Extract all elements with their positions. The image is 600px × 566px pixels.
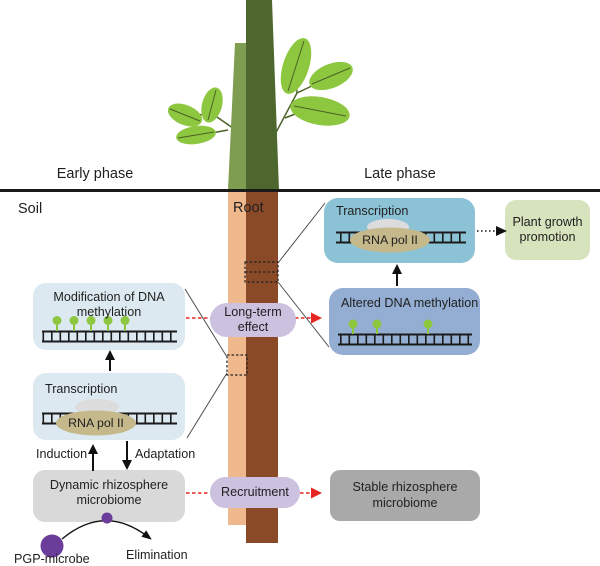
methylation-marks-modification (52, 316, 130, 331)
late-transcription-title: Transcription (336, 204, 409, 218)
root-outer (228, 190, 246, 525)
late-phase-label: Late phase (364, 166, 436, 182)
modification-box-title: Modification of DNA methylation (53, 290, 165, 320)
dna-ladder-modification (42, 330, 177, 343)
red-arrow-head-recruitment (311, 487, 322, 499)
plant-growth-label: Plant growth promotion (512, 214, 583, 244)
soil-label: Soil (18, 201, 43, 217)
pgp-microbe-label: PGP-microbe (14, 552, 90, 566)
rna-pol-ellipse-late (350, 227, 430, 253)
long-term-effect-pill (210, 303, 296, 337)
long-term-effect-label: Long-term effect (224, 304, 282, 334)
early-transcription-title: Transcription (45, 382, 118, 396)
recruited-microbe-dot (101, 512, 113, 524)
dynamic-microbiome-title: Dynamic rhizosphere microbiome (49, 478, 169, 508)
soil-line (0, 189, 600, 192)
early-phase-label: Early phase (56, 166, 134, 182)
stem-dark (246, 0, 279, 190)
plant-growth-box (505, 200, 590, 260)
stem-light (228, 43, 247, 190)
root-label: Root (233, 200, 264, 216)
recruitment-pill (210, 477, 300, 508)
rna-pol-label-late: RNA pol II (362, 233, 418, 247)
pgp-microbe-circle (40, 534, 64, 558)
altered-methylation-title: Altered DNA methylation (341, 296, 479, 310)
rna-pol-ellipse-early (56, 410, 136, 436)
induction-label: Induction (36, 447, 88, 461)
adaptation-label: Adaptation (135, 447, 196, 461)
rna-pol-label-early: RNA pol II (68, 416, 124, 430)
dotted-arrow-plant-growth-head (496, 226, 507, 236)
dynamic-microbiome-box (33, 470, 185, 522)
dna-ladder-altered (338, 333, 472, 346)
leaf-veins (169, 40, 351, 139)
root-zoom-region-lower (226, 354, 248, 376)
zoom-connector-lines (184, 202, 330, 439)
stable-microbiome-label: Stable rhizosphere microbiome (352, 480, 458, 510)
methylation-marks-altered (348, 319, 433, 334)
elimination-label: Elimination (126, 548, 188, 562)
elimination-arrow-head (141, 530, 152, 540)
red-arrow-head-long-term (311, 312, 322, 324)
recruitment-label: Recruitment (221, 484, 289, 499)
stable-microbiome-box (330, 470, 480, 521)
curved-elimination-arrow (61, 520, 148, 540)
